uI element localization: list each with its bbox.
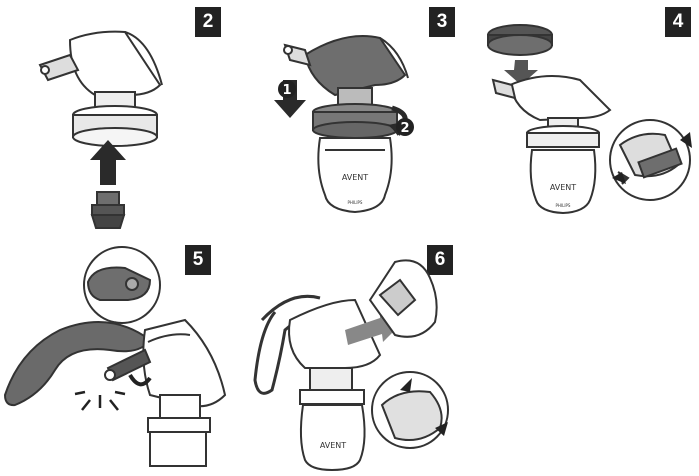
bottle-brand-step6: AVENT (320, 441, 346, 450)
